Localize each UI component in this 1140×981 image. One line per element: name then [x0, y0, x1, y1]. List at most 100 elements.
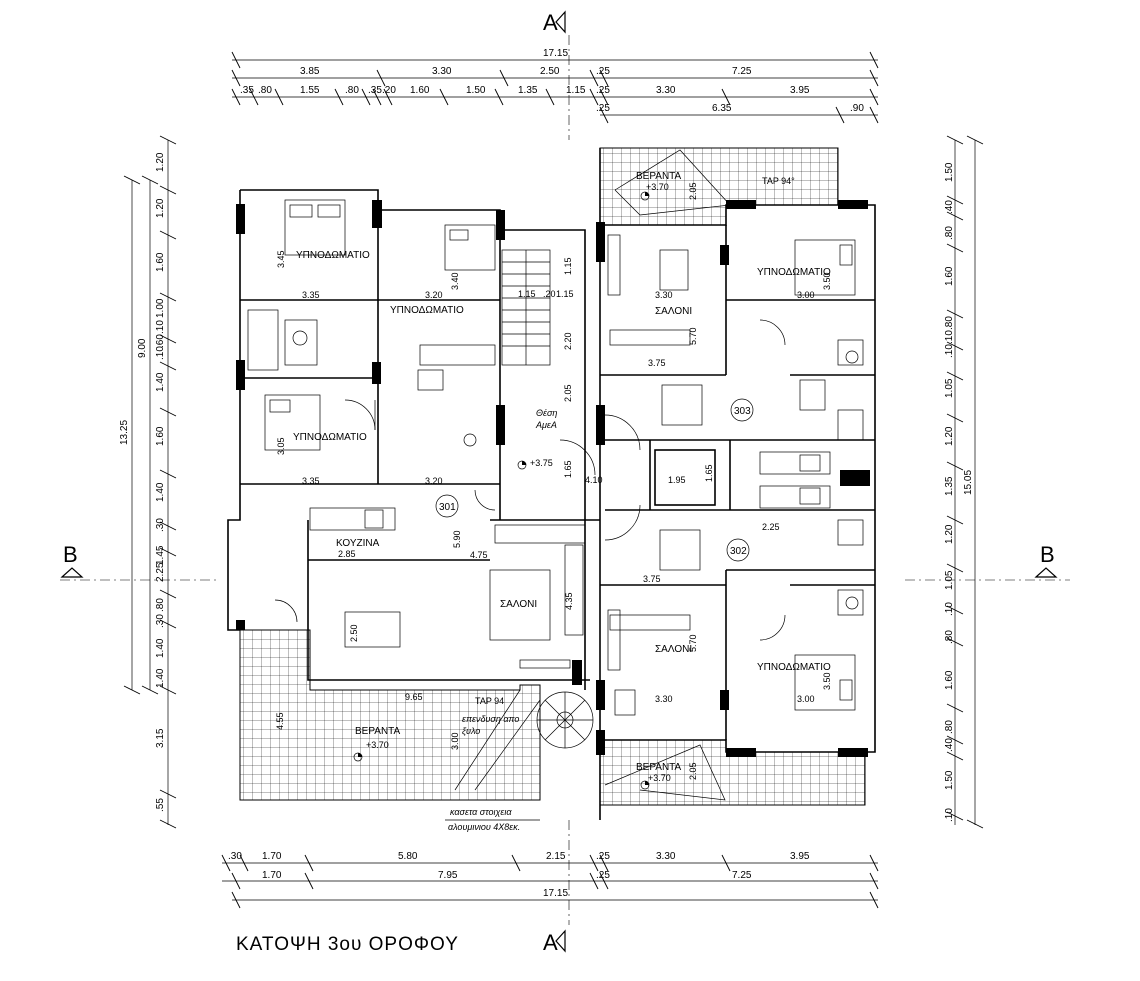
dim-right-chain: 1.50 [944, 162, 955, 182]
dim-left-chain: .30 [155, 614, 166, 628]
dim-right-chain: .10 [944, 344, 955, 358]
dim-bottom-r2: 7.95 [438, 870, 458, 881]
inner-dim: 3.20 [425, 476, 443, 486]
inner-dim: 1.65 [704, 464, 714, 482]
dim-right-chain: .80 [944, 226, 955, 240]
dim-right-chain: .40 [944, 200, 955, 214]
dim-top-r1: 7.25 [732, 66, 752, 77]
dim-top-r2: .35 [368, 85, 382, 96]
inner-dim: 4.10 [585, 475, 603, 485]
dim-right-chain: 1.05 [944, 378, 955, 398]
inner-dim: .20 [543, 289, 556, 299]
note-cassette: αλουμινιου 4Χ8εκ. [448, 822, 520, 832]
dim-left-chain: 1.60 [155, 426, 166, 446]
inner-dim: 5.70 [688, 634, 698, 652]
dim-top-r3: 6.35 [712, 103, 732, 114]
dim-bottom-r1: 5.80 [398, 851, 418, 862]
inner-dim: 1.15 [518, 289, 536, 299]
dim-left-chain: 1.20 [155, 152, 166, 172]
dim-bottom-r2: 1.70 [262, 870, 282, 881]
dim-top-r3: .90 [850, 103, 864, 114]
dim-left-chain: 1.40 [155, 372, 166, 392]
dim-right-chain: .10 [944, 330, 955, 344]
dim-left-mid: 9.00 [137, 338, 148, 358]
tap-label-top: ΤΑΡ 94° [762, 176, 795, 186]
dim-right-chain: 1.60 [944, 670, 955, 690]
dim-right-chain: 1.20 [944, 524, 955, 544]
dim-right-chain: .80 [944, 630, 955, 644]
structural-columns [236, 200, 870, 757]
room-label-kitchen: ΚΟΥΖΙΝΑ [336, 538, 380, 549]
inner-dim: 1.95 [668, 475, 686, 485]
note-cassette: κασετα στοιχεια [450, 807, 512, 817]
inner-dim: 3.30 [655, 290, 673, 300]
inner-dim: 2.05 [563, 384, 573, 402]
inner-dim: 3.00 [797, 694, 815, 704]
dim-top-r2: 1.55 [300, 85, 320, 96]
dim-top-r2: 1.35 [518, 85, 538, 96]
furniture-beds [264, 199, 856, 711]
staircase [501, 249, 594, 749]
dim-right-chain: 1.60 [944, 266, 955, 286]
level-mark-bottom: +3.70 [648, 773, 671, 783]
dim-left-chain: 3.15 [155, 728, 166, 748]
inner-dim: 4.55 [275, 712, 285, 730]
dim-top-r2: .25 [596, 85, 610, 96]
veranda-main [239, 629, 541, 801]
inner-dim: 3.35 [302, 290, 320, 300]
dim-top-r2: 1.60 [410, 85, 430, 96]
level-marks: +3.70 +3.75 +3.70 +3.70 [353, 182, 671, 790]
dim-top-r2: .35 [240, 85, 254, 96]
section-marker-a-bottom: A [543, 820, 570, 955]
room-label-living: ΣΑΛΟΝΙ [500, 599, 537, 610]
inner-dim: 3.75 [643, 574, 661, 584]
dim-right-chain: .80 [944, 316, 955, 330]
inner-dim: 2.05 [688, 182, 698, 200]
doors [274, 319, 786, 641]
inner-dim: 3.35 [302, 476, 320, 486]
dim-right-chain: .10 [944, 808, 955, 822]
lift-shaft [654, 449, 716, 506]
inner-dim: 2.50 [349, 624, 359, 642]
dim-bottom-r1: 1.70 [262, 851, 282, 862]
room-label-veranda: ΒΕΡΑΝΤΑ [636, 762, 682, 773]
room-label-bedroom: ΥΠΝΟΔΩΜΑΤΙΟ [390, 305, 464, 316]
dim-left-chain: 1.60 [155, 252, 166, 272]
dim-left-chain: .80 [155, 598, 166, 612]
dim-right-chain: .10 [944, 602, 955, 616]
dim-left-chain: 1.40 [155, 668, 166, 688]
inner-dim: 1.15 [556, 289, 574, 299]
dim-left-chain: .60 [155, 334, 166, 348]
dim-left-chain: 2.25 [155, 562, 166, 582]
section-marker-b-left: B [60, 542, 220, 581]
inner-dim: 5.90 [452, 530, 462, 548]
dim-bottom-r1: 3.95 [790, 851, 810, 862]
inner-dim: 2.20 [563, 332, 573, 350]
accessible-spot-label: ΑμεΑ [535, 420, 557, 430]
dim-right-chain: 1.50 [944, 770, 955, 790]
dim-top-r2: 3.95 [790, 85, 810, 96]
bottom-dimension-chains: .30 1.70 5.80 2.15 .25 3.30 3.95 1.70 7.… [221, 851, 879, 909]
dim-right-chain: .80 [944, 720, 955, 734]
inner-dim: 2.85 [338, 549, 356, 559]
dim-top-r2: .80 [345, 85, 359, 96]
dim-top-r1: .25 [596, 66, 610, 77]
dim-bottom-r1: .25 [596, 851, 610, 862]
left-dimension-chains: 13.25 9.00 1.20 1.20 1.60 1.00 .10 .60 .… [119, 135, 177, 829]
inner-dim: 3.50 [822, 272, 832, 290]
dim-bottom-r1: 2.15 [546, 851, 566, 862]
dim-left-chain: 1.40 [155, 482, 166, 502]
inner-dim: 5.70 [688, 327, 698, 345]
level-mark-top: +3.70 [646, 182, 669, 192]
dim-bottom-total: 17.15 [543, 888, 568, 899]
room-label-living: ΣΑΛΟΝΙ [655, 644, 692, 655]
room-label-bedroom: ΥΠΝΟΔΩΜΑΤΙΟ [757, 662, 831, 673]
note-cladding: ξυλο [462, 726, 480, 736]
inner-dim: 3.40 [450, 272, 460, 290]
dim-left-total: 13.25 [119, 420, 130, 445]
dim-bottom-r1: 3.30 [656, 851, 676, 862]
dim-right-chain: .40 [944, 738, 955, 752]
dim-right-chain: 1.35 [944, 476, 955, 496]
dim-top-r1: 3.85 [300, 66, 320, 77]
room-label-bedroom: ΥΠΝΟΔΩΜΑΤΙΟ [296, 250, 370, 261]
